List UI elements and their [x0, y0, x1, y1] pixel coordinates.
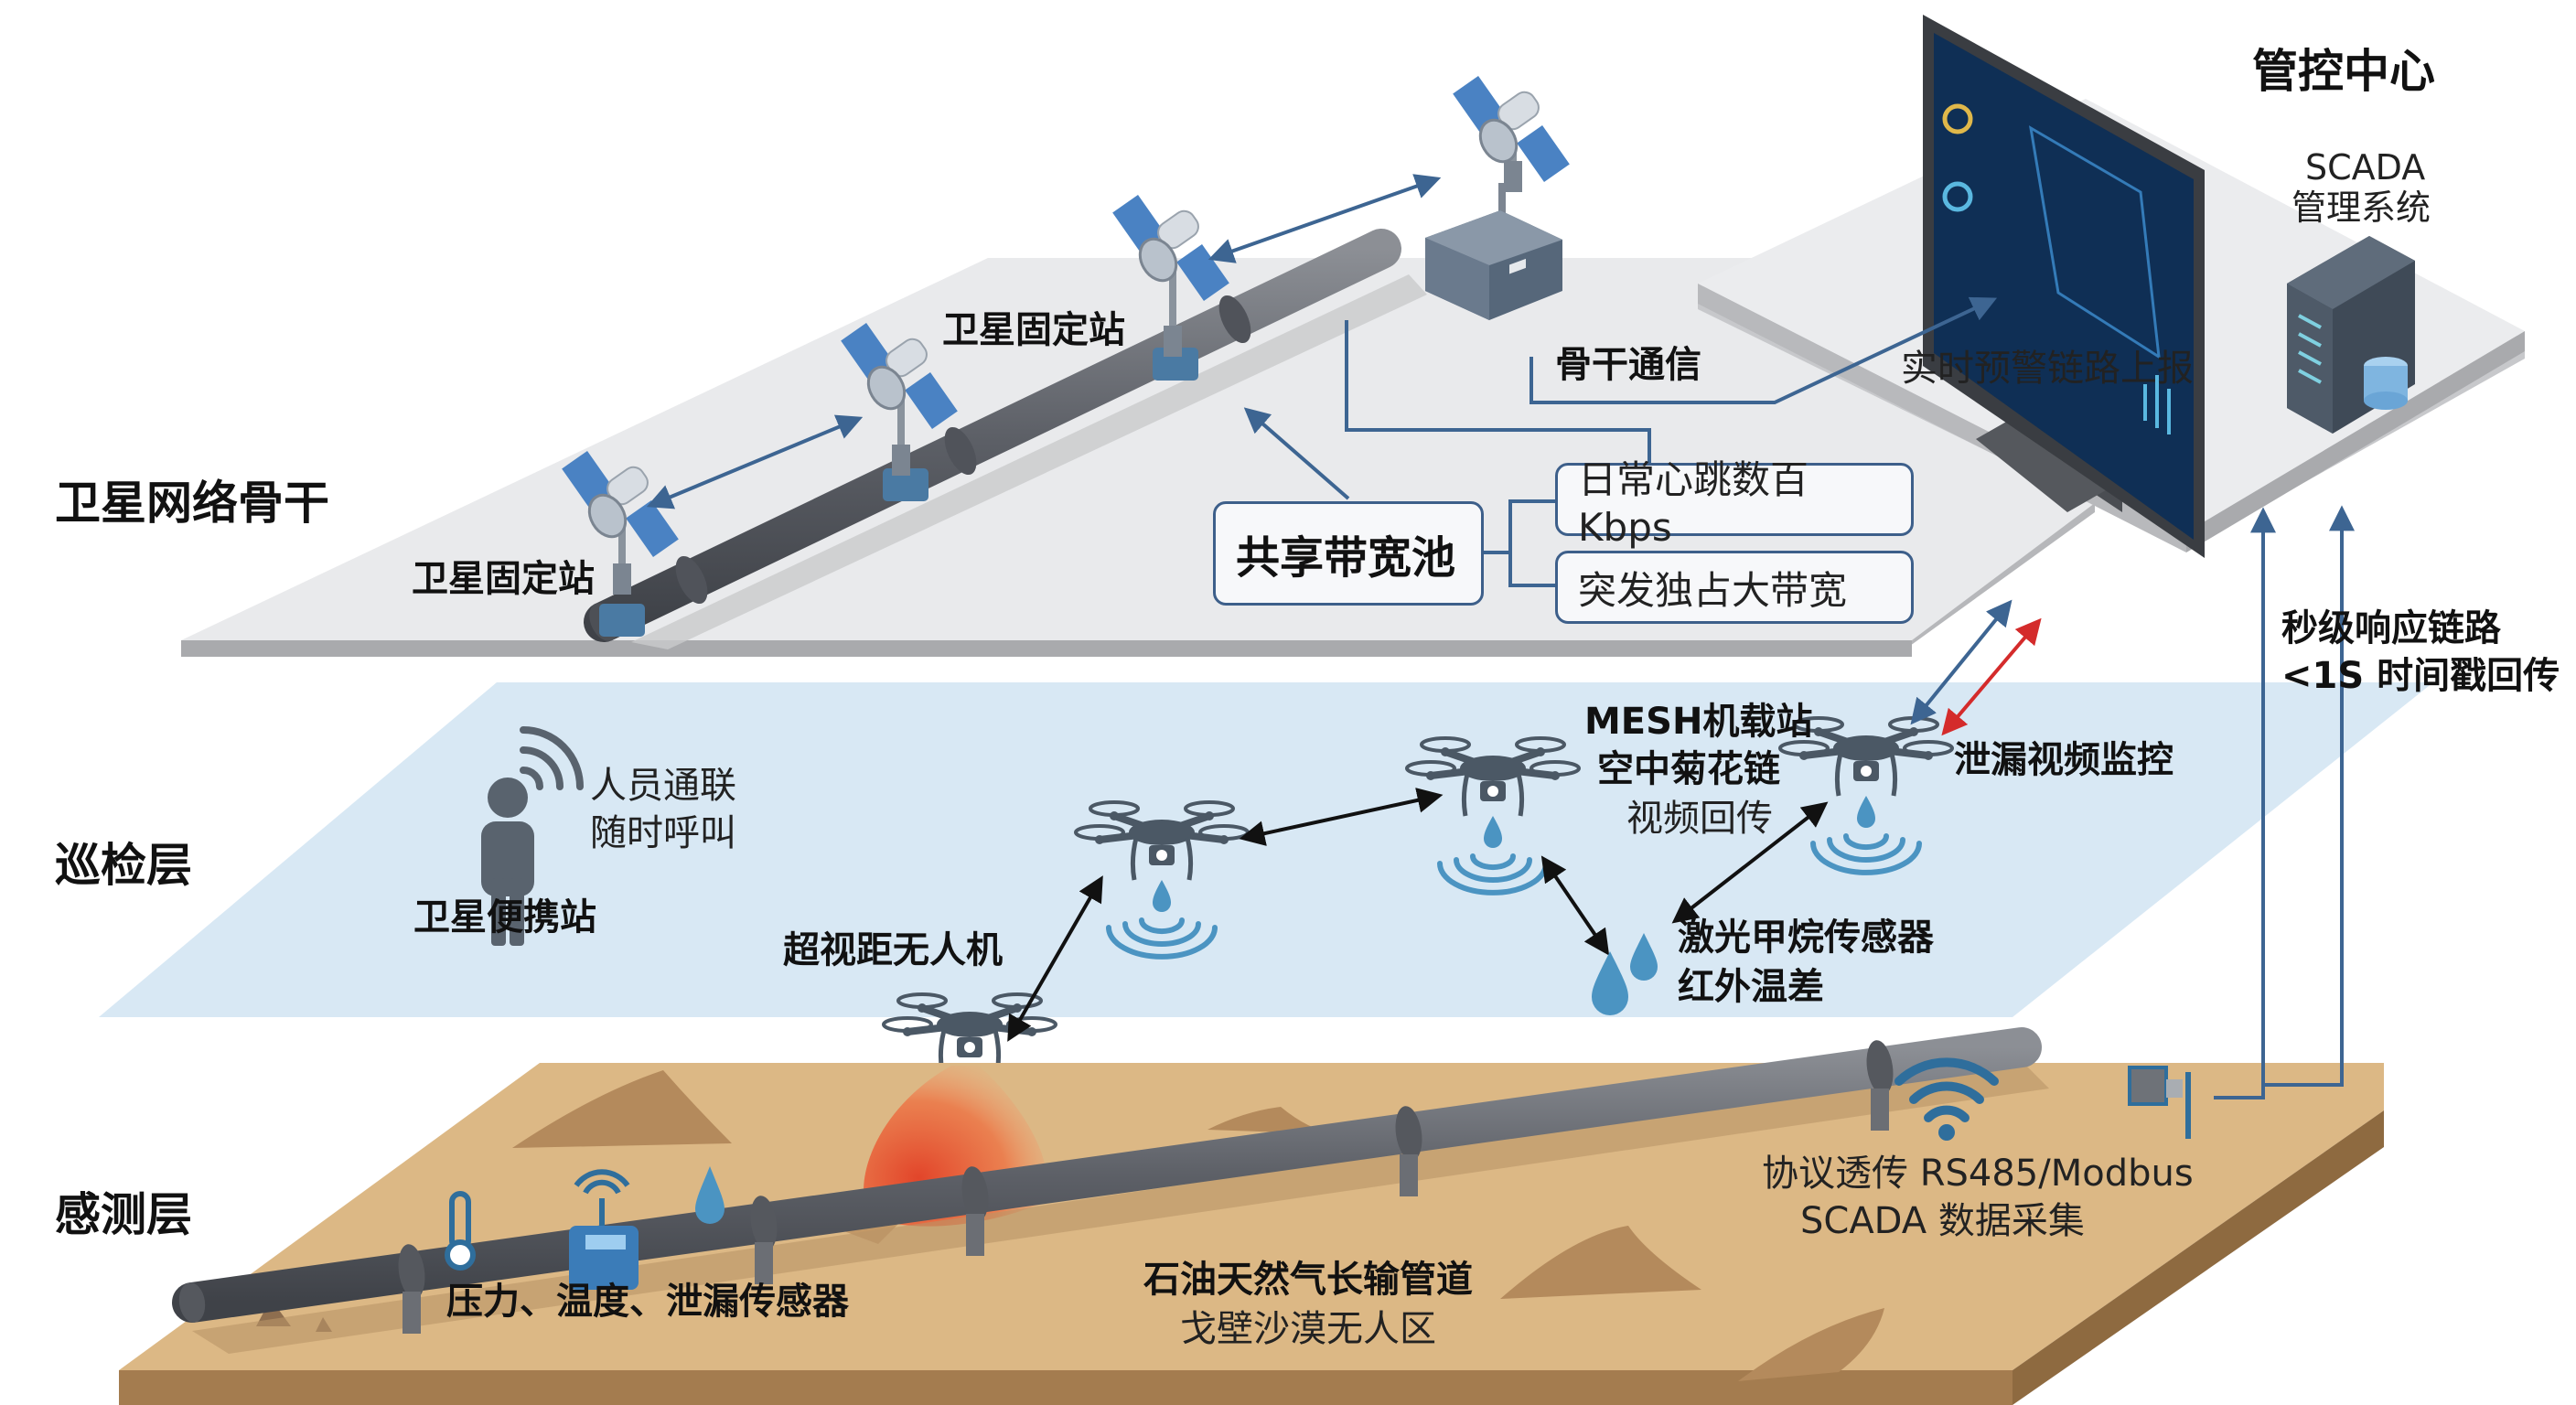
mesh-label-2: 空中菊花链	[1597, 748, 1780, 790]
sensors-label: 压力、温度、泄漏传感器	[446, 1281, 849, 1323]
person-label-2: 随时呼叫	[590, 812, 736, 854]
bandwidth-daily-box: 日常心跳数百Kbps	[1555, 457, 1914, 550]
pipeline-label-1: 石油天然气长输管道	[1143, 1259, 1473, 1301]
leak-video-label: 泄漏视频监控	[1954, 739, 2174, 781]
satellite-dish-icon	[1453, 75, 1570, 192]
patrol-plate	[99, 682, 2433, 1017]
protocol-label-1: 协议透传 RS485/Modbus	[1762, 1153, 2194, 1195]
rtu-device-icon	[2128, 1066, 2191, 1139]
satellite-dish-icon	[841, 322, 958, 476]
fixed-station-label-lower: 卫星固定站	[412, 558, 595, 600]
response-label-1: 秒级响应链路	[2281, 607, 2501, 649]
pipeline-label-2: 戈壁沙漠无人区	[1180, 1308, 1436, 1350]
mesh-label-1: MESH机载站	[1584, 701, 1813, 743]
relay-station-icon	[1425, 183, 1562, 320]
main-pipeline	[172, 1027, 2049, 1354]
scada-label-2: 管理系统	[2292, 188, 2431, 228]
satellite-dish-icon	[1112, 194, 1229, 357]
control-center-title: 管控中心	[2252, 45, 2435, 98]
scada-server-icon	[2287, 236, 2415, 434]
thermometer-icon	[445, 1191, 476, 1271]
backbone-comm-label: 骨干通信	[1555, 344, 1701, 386]
methane-label-1: 激光甲烷传感器	[1678, 917, 1934, 959]
wifi-dot	[1938, 1124, 1955, 1141]
drone-icon	[1074, 800, 1250, 960]
person-icon	[481, 778, 534, 946]
bandwidth-burst-label: 突发独占大带宽	[1578, 567, 1848, 613]
monitor-icon	[1923, 15, 2205, 558]
signal-icon	[520, 726, 584, 790]
leak-drop-icon	[695, 1166, 724, 1224]
backbone-links	[646, 174, 1998, 587]
wifi-icon	[1894, 1057, 1999, 1122]
scada-label-1: SCADA	[2305, 147, 2426, 188]
methane-drop-icon	[1592, 933, 1658, 1015]
satellite-stations	[562, 75, 1570, 595]
bvlos-drone-label: 超视距无人机	[783, 929, 1003, 971]
uplink-arrows	[1910, 599, 2042, 736]
drone-icon	[1405, 736, 1581, 896]
methane-label-2: 红外温差	[1678, 966, 1824, 1008]
pipe-clamp	[599, 604, 645, 637]
layer-label-backbone: 卫星网络骨干	[55, 477, 329, 530]
mesh-label-3: 视频回传	[1626, 798, 1773, 840]
pressure-sensor-icon	[569, 1169, 639, 1290]
bandwidth-daily-label: 日常心跳数百Kbps	[1578, 457, 1809, 550]
person-label-1: 人员通联	[590, 765, 736, 807]
bandwidth-pool-label: 共享带宽池	[1236, 532, 1456, 584]
protocol-label-2: SCADA 数据采集	[1800, 1200, 2085, 1242]
desert-plate	[119, 1063, 2384, 1405]
response-link-lines	[2214, 505, 2355, 1099]
layer-label-patrol: 巡检层	[55, 839, 192, 892]
response-label-2: <1S 时间戳回传	[2281, 655, 2560, 697]
fixed-station-label-upper: 卫星固定站	[942, 309, 1125, 351]
bandwidth-pool-box: 共享带宽池	[1213, 501, 1484, 606]
portable-station-label: 卫星便携站	[413, 896, 596, 938]
alert-uplink-label: 实时预警链路上报	[1901, 348, 2194, 390]
layer-label-sensing: 感测层	[55, 1188, 192, 1241]
bandwidth-burst-box: 突发独占大带宽	[1555, 551, 1914, 624]
satellite-dish-icon	[562, 450, 679, 595]
drone-icon	[1778, 716, 1954, 875]
